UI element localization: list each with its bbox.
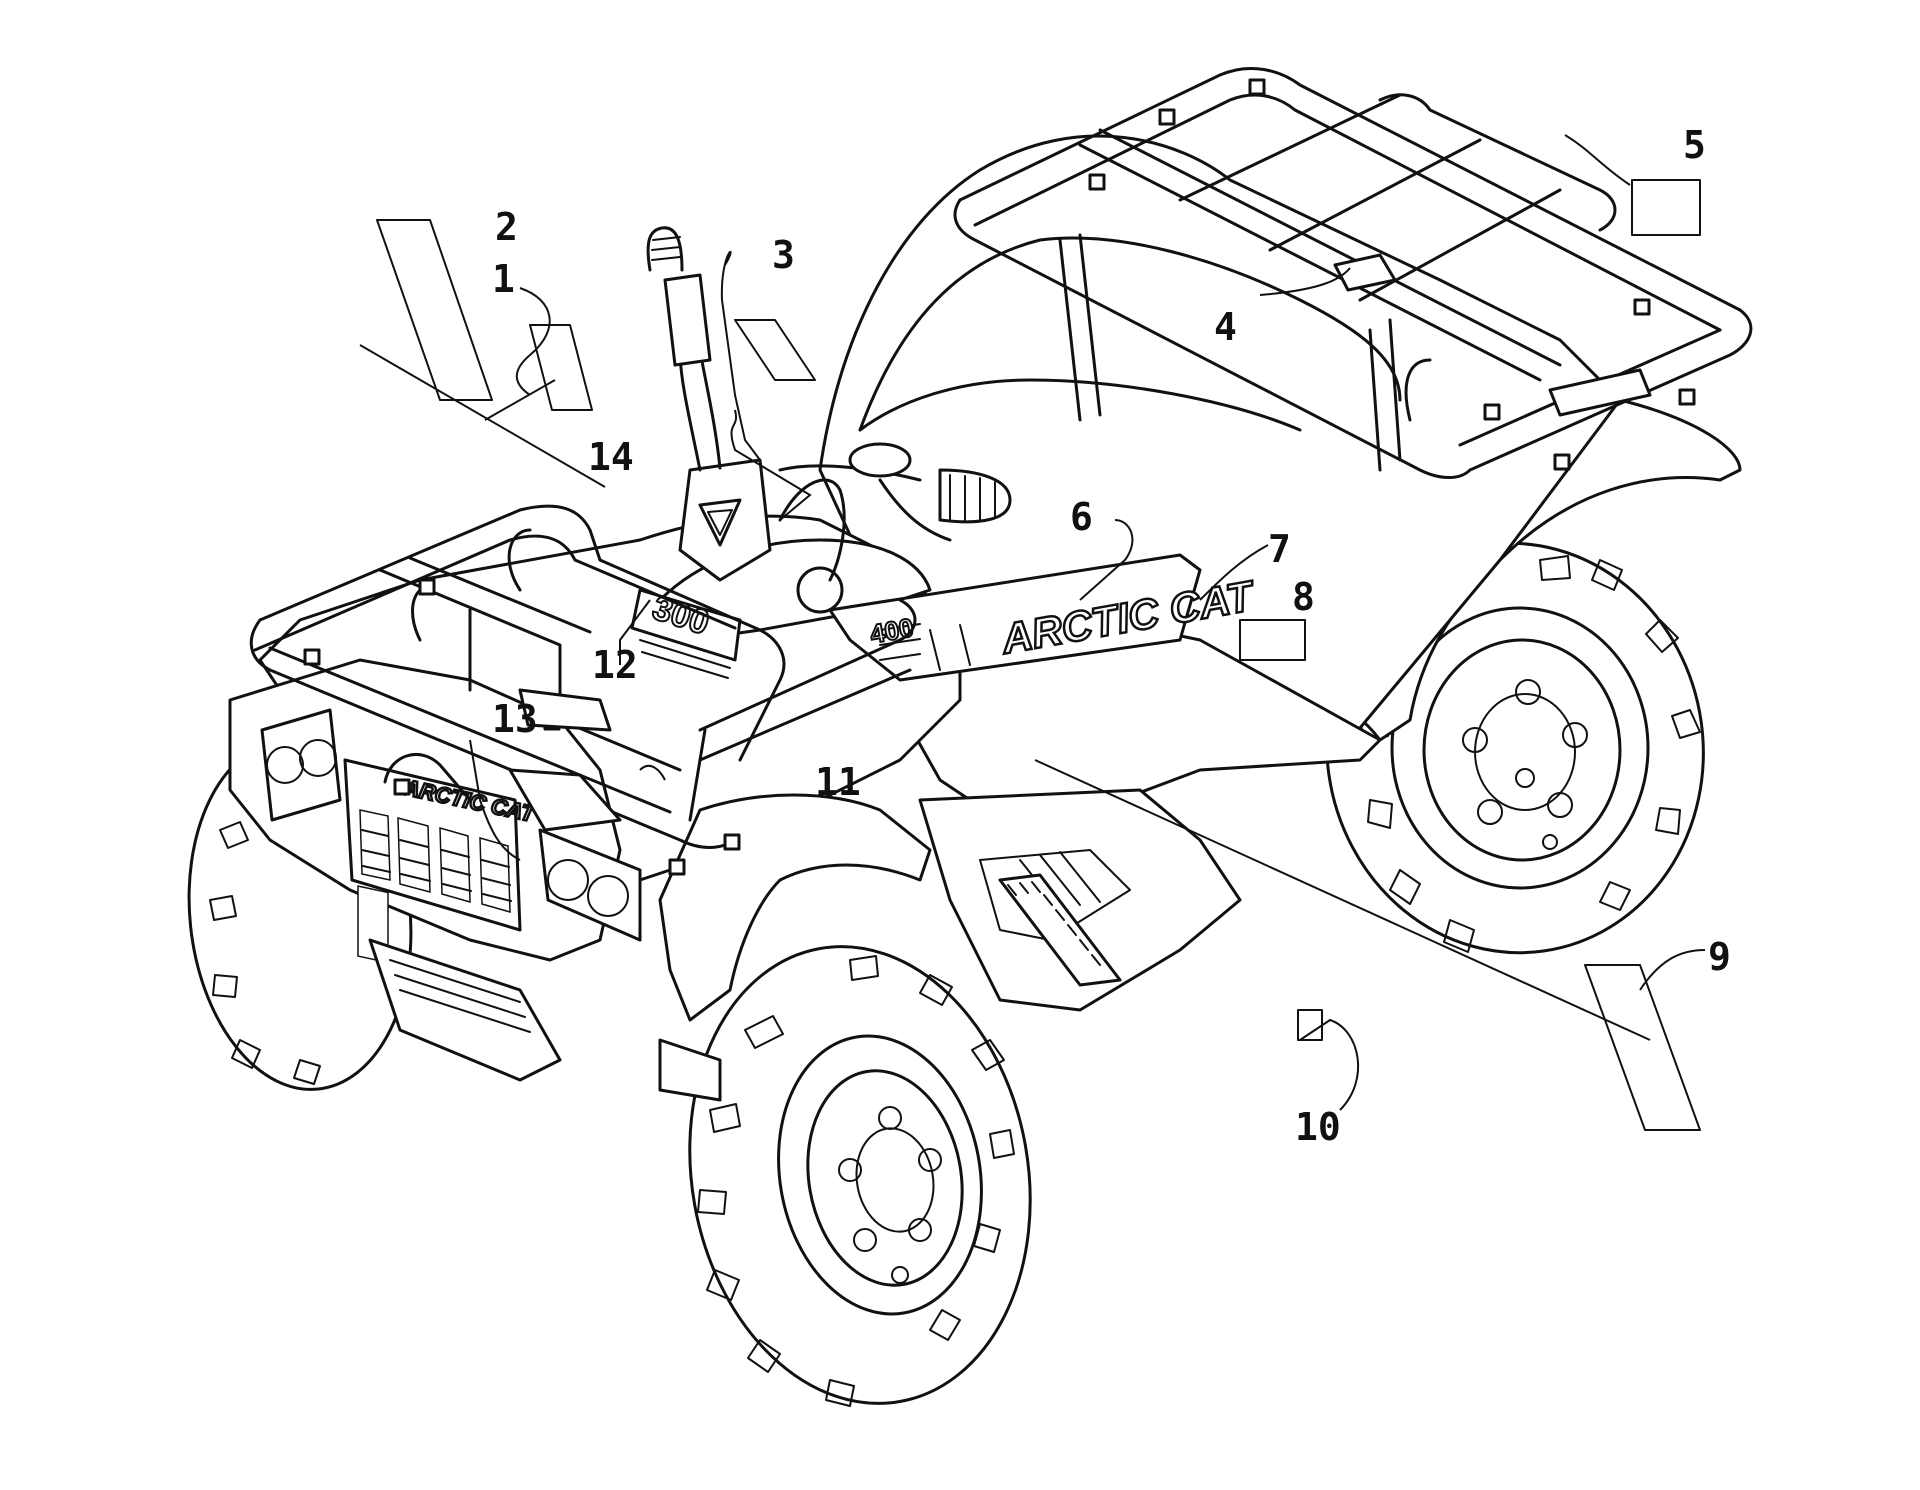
rear-rack [953,67,1753,479]
right-headlight [538,828,642,942]
leader-lines [359,134,1706,1111]
handlebar [646,226,1012,542]
decal-2-shape [529,324,593,411]
decal-1-shape [376,219,493,401]
callout-7: 7 [1268,527,1291,571]
callout-8: 8 [1292,575,1315,619]
callout-9: 9 [1708,935,1731,979]
callout-6: 6 [1070,495,1093,539]
front-grille: ARCTIC CAT [343,758,539,964]
callout-10: 10 [1295,1105,1341,1149]
decal-9-shape [1584,964,1701,1131]
rear-fender-decal [1333,253,1397,292]
callout-labels: 1 2 3 4 5 6 7 8 9 10 11 12 13 14 [492,123,1731,1149]
decal-10-shape [1297,1009,1323,1041]
loose-decals [376,179,1701,1131]
decal-5-shape [1631,179,1701,236]
callout-5: 5 [1683,123,1706,167]
callout-1: 1 [492,257,515,301]
callout-2: 2 [495,205,518,249]
front-rack-decal [518,688,612,732]
decal-8-shape [1239,619,1306,661]
front-rack [249,504,917,876]
callout-13: 13 [492,697,538,741]
steering-pod [678,458,772,582]
left-headlight [260,708,342,822]
callout-12: 12 [592,643,638,687]
callout-14: 14 [588,435,634,479]
callout-4: 4 [1214,305,1237,349]
front-right-wheel [688,945,1032,1407]
callout-11: 11 [815,760,861,804]
decal-3-shape [734,319,816,381]
atv-body: ARCTIC CAT ARCTIC CAT 400 300 [228,67,1753,1102]
callout-3: 3 [772,233,795,277]
